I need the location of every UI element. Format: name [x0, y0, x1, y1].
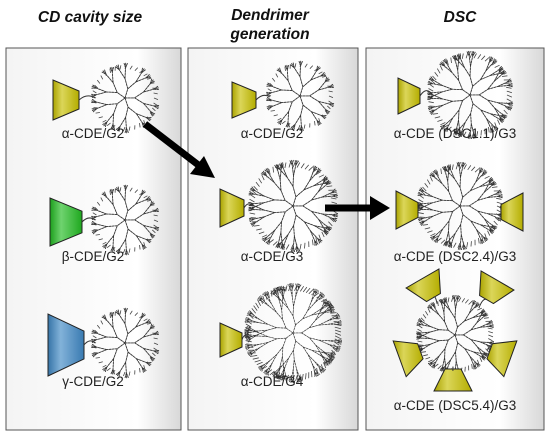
caption-a-cde-g3-mid: α-CDE/G3: [241, 249, 304, 264]
linker: [417, 204, 421, 211]
caption-g-cde-g2: γ-CDE/G2: [62, 374, 124, 389]
dendrimer: [417, 161, 504, 251]
linker: [81, 217, 96, 223]
linker: [419, 347, 423, 352]
conjugate-a-cde-g4: [219, 283, 343, 383]
caption-a-cde-g2-mid: α-CDE/G2: [241, 126, 304, 141]
header-dsc: DSC: [443, 9, 477, 26]
dendrimer: [91, 307, 160, 379]
linker: [478, 298, 487, 309]
arrow-to-dsc: [325, 196, 390, 220]
conjugate-g-cde-g2: [47, 307, 160, 379]
caption-a-cde-g2-left: α-CDE/G2: [62, 126, 125, 141]
cyclodextrin-cone: [486, 340, 518, 378]
conjugate-b-cde-g2: [49, 184, 160, 256]
conjugate-a-cde-g2-mid: [231, 60, 335, 132]
caption-a-cde-dsc11: α-CDE (DSC1.1)/G3: [394, 126, 517, 141]
cyclodextrin-cone: [219, 188, 245, 228]
dendrimer: [266, 60, 335, 132]
cyclodextrin-cone: [433, 368, 473, 392]
cyclodextrin-cone: [47, 313, 85, 377]
linker: [241, 334, 248, 341]
caption-a-cde-g4: α-CDE/G4: [241, 374, 304, 389]
linker: [83, 340, 96, 346]
panel-dsc: [365, 47, 545, 431]
conjugate-a-cde-dsc54: [392, 268, 518, 392]
caption-b-cde-g2: β-CDE/G2: [62, 249, 125, 264]
cyclodextrin-cone: [52, 79, 80, 121]
linker: [433, 296, 438, 304]
conjugate-a-cde-g2-left: [52, 62, 160, 134]
caption-a-cde-dsc24: α-CDE (DSC2.4)/G3: [394, 249, 517, 264]
arrow-to-generation: [142, 121, 215, 178]
conjugate-a-cde-dsc11: [397, 50, 514, 140]
cyclodextrin-cone: [49, 197, 83, 247]
dendrimer: [91, 62, 160, 134]
cyclodextrin-cone: [500, 192, 524, 232]
cyclodextrin-cone: [397, 77, 421, 115]
dendrimer: [427, 50, 514, 140]
linker: [487, 347, 491, 352]
linker: [78, 95, 96, 101]
panel-cd-cavity-size: [5, 47, 182, 431]
linker: [243, 203, 253, 209]
cyclodextrin-cone: [395, 190, 419, 230]
header-dendrimer-generation: Dendrimer generation: [230, 7, 310, 43]
cyclodextrin-cone: [405, 268, 441, 303]
dendrimer: [91, 184, 160, 256]
header-cd-cavity-size: CD cavity size: [37, 9, 143, 26]
linker: [499, 206, 502, 213]
caption-a-cde-dsc54: α-CDE (DSC5.4)/G3: [394, 398, 517, 413]
dendrimer: [244, 283, 343, 383]
cyclodextrin-cone: [392, 340, 424, 378]
cyclodextrin-cone: [479, 270, 515, 305]
cyclodextrin-cone: [231, 81, 257, 119]
linker: [419, 90, 431, 97]
linker: [255, 94, 271, 101]
cyclodextrin-cone: [219, 322, 243, 358]
conjugate-a-cde-dsc24: [395, 161, 524, 251]
